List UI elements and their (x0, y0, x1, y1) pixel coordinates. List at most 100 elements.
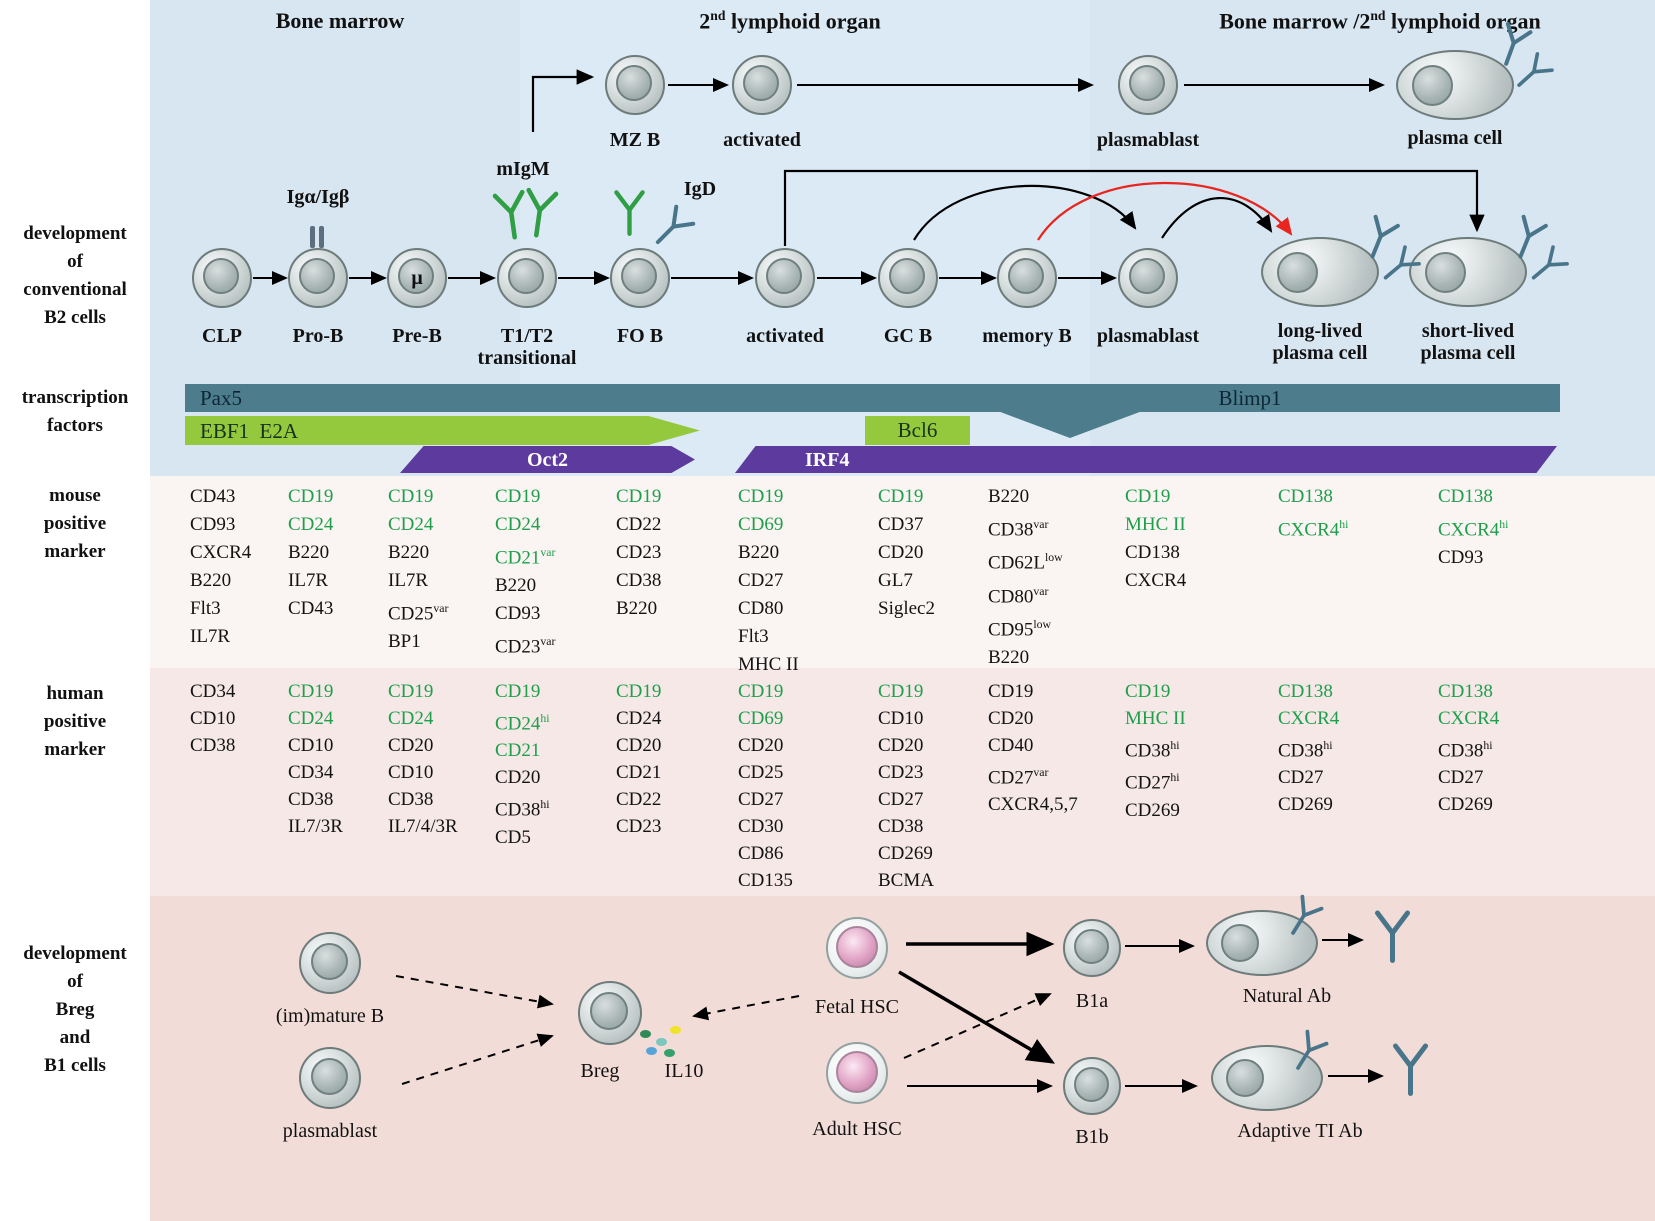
label-adaptive-ab: Adaptive TI Ab (1237, 1120, 1363, 1142)
cell-t1-t2-transitional (497, 248, 557, 308)
marker-mouse-0-4-flt3: Flt3 (190, 598, 221, 619)
cell-short-lived-plasma-cell-antibody-1 (1504, 211, 1552, 265)
label-main-gc-b: GC B (883, 325, 933, 347)
marker-human-8-3-cd27-hi: CD27hi (1125, 771, 1180, 794)
label-main-activated: activated (746, 325, 824, 347)
marker-human-6-4-cd27: CD27 (878, 789, 924, 810)
marker-human-0-0-cd34: CD34 (190, 681, 236, 702)
marker-mouse-6-0-cd19: CD19 (878, 486, 924, 507)
il10-dot-3 (646, 1047, 657, 1055)
marker-human-7-3-cd27-var: CD27var (988, 766, 1049, 789)
marker-mouse-2-4-cd25-var: CD25var (388, 602, 449, 625)
marker-human-1-4-cd38: CD38 (288, 789, 334, 810)
marker-mouse-10-1-cxcr4-hi: CXCR4hi (1438, 518, 1509, 541)
marker-human-6-0-cd19: CD19 (878, 681, 924, 702)
marker-mouse-4-1-cd22: CD22 (616, 514, 662, 535)
il10-dot-4 (664, 1049, 675, 1057)
marker-mouse-2-0-cd19: CD19 (388, 486, 434, 507)
cell-b1b (1063, 1057, 1121, 1115)
marker-human-3-2-cd21: CD21 (495, 740, 541, 762)
marker-mouse-7-5-b220: B220 (988, 647, 1030, 669)
marker-mouse-3-3-b220: B220 (495, 575, 537, 597)
marker-human-8-1-mhc-ii: MHC II (1125, 708, 1186, 729)
cell-short-lived-plasma-cell (1409, 237, 1527, 307)
marker-human-1-1-cd24: CD24 (288, 708, 334, 729)
marker-human-8-4-cd269: CD269 (1125, 799, 1180, 821)
marker-human-1-3-cd34: CD34 (288, 762, 334, 783)
migm-antibody-icon-2 (516, 184, 562, 240)
marker-human-9-1-cxcr4: CXCR4 (1278, 708, 1340, 729)
marker-mouse-5-4-cd80: CD80 (738, 598, 784, 619)
il10-dot-2 (670, 1026, 681, 1034)
label-fetal-hsc: Fetal HSC (815, 996, 899, 1018)
marker-human-9-4-cd269: CD269 (1278, 794, 1333, 816)
panel-mouse-markers (150, 476, 1655, 668)
label-natural-ab: Natural Ab (1242, 985, 1332, 1007)
marker-human-5-2-cd20: CD20 (738, 735, 784, 756)
cell-top-plasmablast (1118, 55, 1178, 115)
ig-beta-bar-icon (319, 226, 324, 248)
marker-mouse-7-1-cd38-var: CD38var (988, 518, 1049, 541)
ig-alpha-bar-icon (310, 226, 315, 248)
marker-human-7-4-cxcr4-5-7: CXCR4,5,7 (988, 794, 1078, 816)
marker-human-7-2-cd40: CD40 (988, 735, 1034, 756)
marker-mouse-1-0-cd19: CD19 (288, 486, 334, 507)
cell-top-mz-b (605, 55, 665, 115)
label-main-pre-b: Pre-B (392, 325, 442, 347)
cell-pro-b (288, 248, 348, 308)
cell-fo-b-nucleus (621, 258, 657, 294)
marker-mouse-2-2-b220: B220 (388, 542, 430, 563)
marker-human-10-0-cd138: CD138 (1438, 681, 1493, 702)
cell-breg-plasmablast (299, 1047, 361, 1109)
cell-fo-b (610, 248, 670, 308)
label-igd: IgD (683, 178, 717, 200)
tf-label-oct2: Oct2 (526, 449, 569, 471)
marker-mouse-8-2-cd138: CD138 (1125, 542, 1180, 563)
cell-long-lived-plasma-cell-nucleus (1277, 252, 1318, 293)
marker-human-1-5-il7-3r: IL7/3R (288, 816, 343, 837)
marker-mouse-1-1-cd24: CD24 (288, 514, 334, 535)
tf-label-ebf1-e2a: EBF1 E2A (200, 419, 299, 443)
cell-fetal-hsc-nucleus (836, 926, 878, 968)
il10-dot-0 (640, 1030, 651, 1038)
marker-mouse-5-5-flt3: Flt3 (738, 626, 769, 647)
marker-mouse-6-2-cd20: CD20 (878, 542, 924, 563)
marker-human-2-0-cd19: CD19 (388, 681, 434, 702)
header-bone-marrow: Bone marrow (275, 8, 405, 33)
label-adult-hsc: Adult HSC (812, 1118, 902, 1140)
marker-mouse-2-1-cd24: CD24 (388, 514, 434, 535)
marker-mouse-0-3-b220: B220 (190, 570, 232, 591)
cell-immature-b-nucleus (310, 942, 348, 980)
marker-human-6-6-cd269: CD269 (878, 843, 933, 864)
marker-mouse-0-5-il7r: IL7R (190, 626, 231, 647)
marker-mouse-3-1-cd24: CD24 (495, 514, 541, 535)
marker-human-5-7-cd135: CD135 (738, 870, 793, 891)
marker-human-5-1-cd69: CD69 (738, 708, 784, 729)
cell-plasmablast-nucleus (1129, 258, 1165, 294)
label-top-activated: activated (723, 129, 801, 151)
marker-mouse-4-3-cd38: CD38 (616, 570, 662, 591)
marker-human-2-5-il7-4-3r: IL7/4/3R (388, 816, 458, 837)
marker-mouse-4-0-cd19: CD19 (616, 486, 662, 507)
label-top-plasma-cell: plasma cell (1407, 127, 1503, 149)
cell-adult-hsc (826, 1042, 888, 1104)
header-bone-marrow-2nd-lymphoid-organ: Bone marrow /2nd lymphoid organ (1219, 8, 1541, 34)
cell-clp (192, 248, 252, 308)
marker-mouse-8-1-mhc-ii: MHC II (1125, 514, 1186, 535)
natural-antibody-icon (1371, 908, 1414, 963)
marker-mouse-1-3-il7r: IL7R (288, 570, 329, 591)
cell-pre-b: μ (387, 248, 447, 308)
marker-human-2-1-cd24: CD24 (388, 708, 434, 729)
marker-mouse-2-3-il7r: IL7R (388, 570, 429, 591)
marker-human-9-2-cd38-hi: CD38hi (1278, 739, 1333, 762)
label-main-fo-b: FO B (616, 325, 664, 347)
